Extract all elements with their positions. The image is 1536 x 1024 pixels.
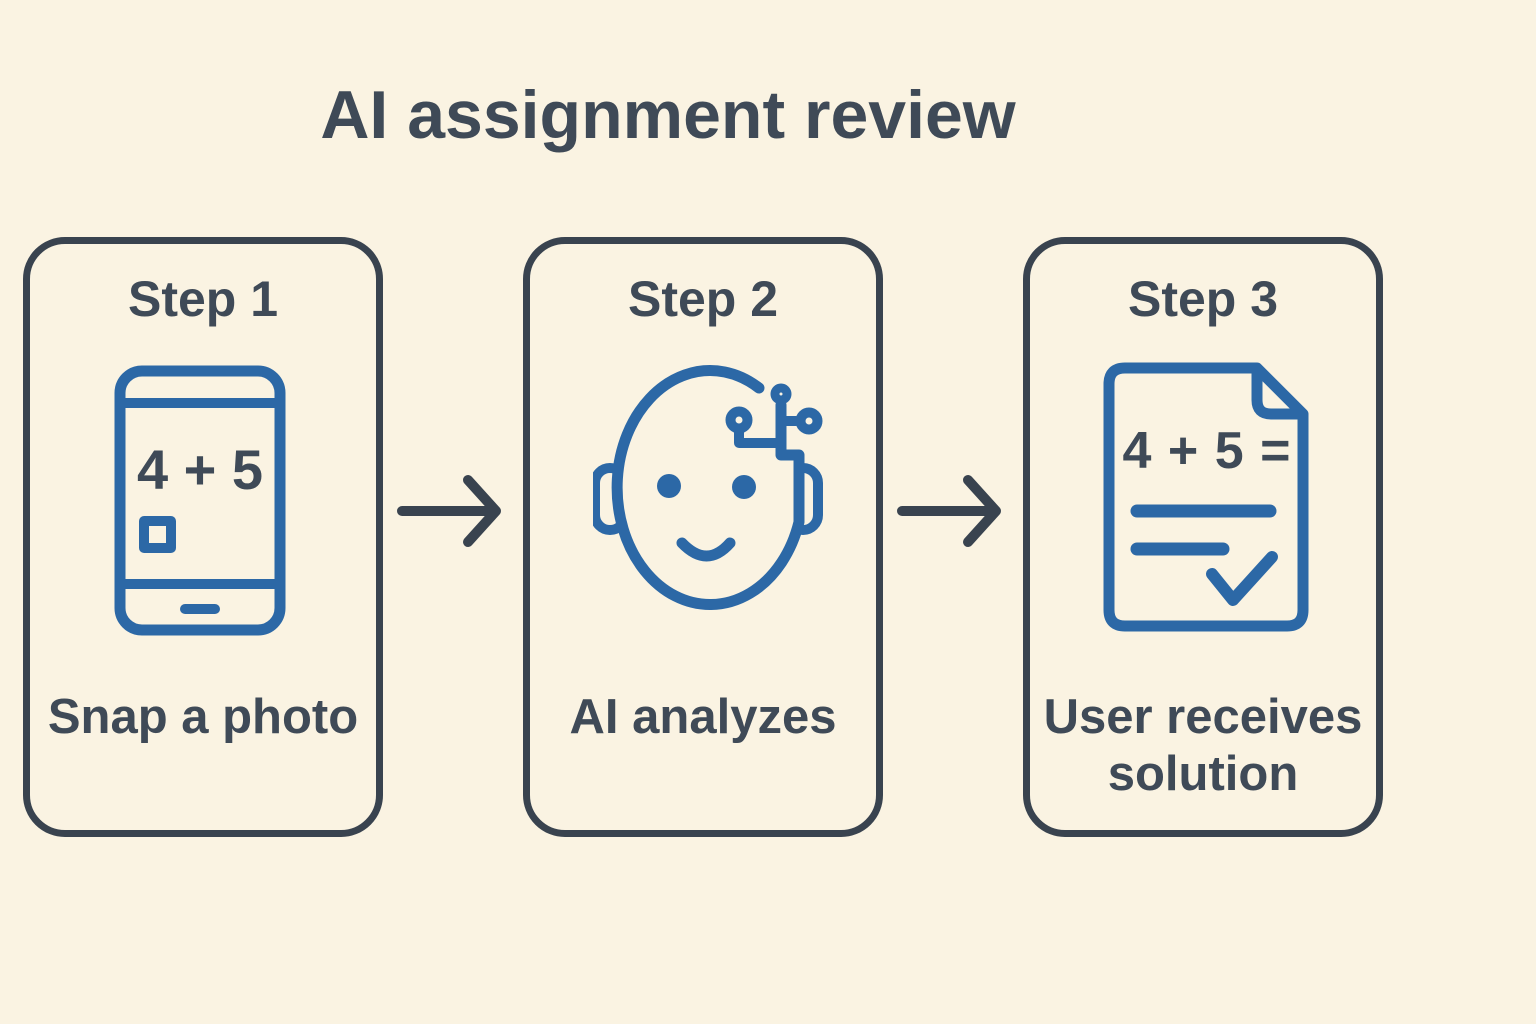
arrow-right-icon bbox=[397, 475, 501, 547]
circuit-node-icon bbox=[770, 383, 792, 405]
camera-square-icon bbox=[139, 516, 176, 553]
step-2-label: Step 2 bbox=[627, 271, 779, 327]
step-3-card: Step 3 4 + 5 = User receives solution bbox=[1023, 237, 1383, 837]
step-1-card: Step 1 4 + 5 Snap a photo bbox=[23, 237, 383, 837]
page-title: AI assignment review bbox=[320, 77, 1016, 153]
circuit-node-icon bbox=[795, 407, 823, 435]
document-check-icon bbox=[1103, 362, 1309, 632]
step-3-label: Step 3 bbox=[1127, 271, 1279, 327]
step-1-label: Step 1 bbox=[127, 271, 279, 327]
folded-corner bbox=[1251, 364, 1307, 420]
document-math-text: 4 + 5 = bbox=[1122, 422, 1292, 480]
step-2-card: Step 2 AI analyzes bbox=[523, 237, 883, 837]
robot-left-eye bbox=[657, 474, 681, 498]
step-3-caption: User receives solution bbox=[1043, 690, 1363, 801]
home-bar bbox=[180, 604, 220, 614]
arrow-right-icon bbox=[897, 475, 1001, 547]
step-1-caption: Snap a photo bbox=[47, 690, 359, 744]
robot-right-eye bbox=[732, 475, 756, 499]
smartphone-photo-icon bbox=[114, 365, 286, 636]
circuit-node-icon bbox=[725, 406, 753, 434]
checkmark-icon bbox=[1206, 551, 1278, 606]
step-2-caption: AI analyzes bbox=[569, 690, 837, 744]
phone-screen-math-text: 4 + 5 bbox=[136, 438, 264, 501]
robot-face-icon bbox=[593, 365, 823, 610]
robot-smile bbox=[676, 537, 736, 562]
